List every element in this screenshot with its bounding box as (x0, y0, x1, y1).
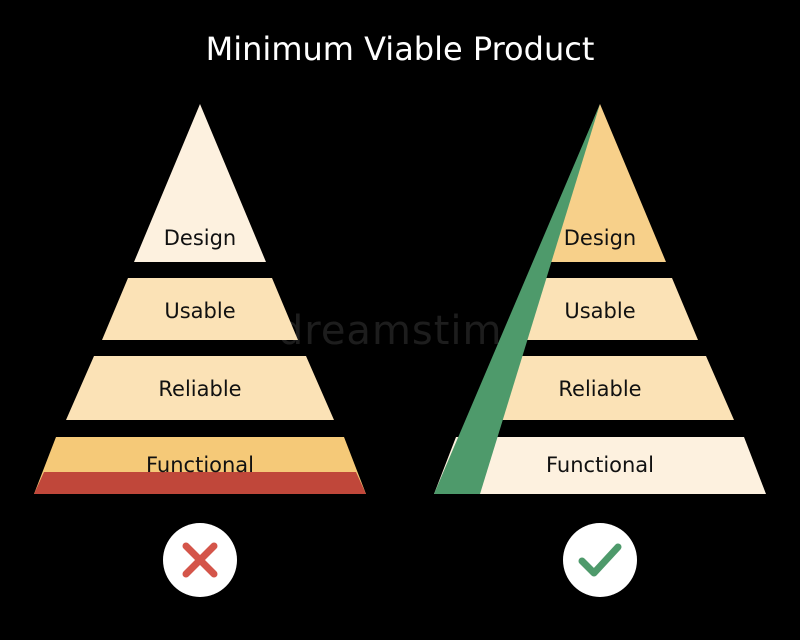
right-label-reliable: Reliable (558, 377, 641, 401)
left-label-usable: Usable (164, 299, 235, 323)
check-icon (578, 543, 622, 577)
cross-badge (163, 523, 237, 597)
left-tier-usable (102, 278, 298, 340)
left-base-bar (34, 472, 366, 494)
right-tier-usable (502, 278, 698, 340)
right-label-usable: Usable (564, 299, 635, 323)
left-label-reliable: Reliable (158, 377, 241, 401)
check-badge (563, 523, 637, 597)
right-pyramid: Design Usable Reliable Functional (434, 104, 766, 494)
right-tier-functional (434, 437, 766, 494)
right-label-functional: Functional (546, 453, 654, 477)
right-tier-reliable (466, 356, 734, 420)
left-tier-design (134, 104, 266, 262)
right-tier-design (534, 104, 666, 262)
watermark: dreamstime (277, 308, 529, 354)
cross-icon (182, 542, 218, 578)
left-tier-reliable (66, 356, 334, 420)
right-label-design: Design (564, 226, 637, 250)
left-pyramid: Design Usable Reliable Functional (34, 104, 366, 494)
left-label-functional: Functional (146, 453, 254, 477)
page-title: Minimum Viable Product (205, 30, 595, 68)
right-green-slice (434, 104, 600, 494)
check-badge-circle (563, 523, 637, 597)
left-label-design: Design (164, 226, 237, 250)
